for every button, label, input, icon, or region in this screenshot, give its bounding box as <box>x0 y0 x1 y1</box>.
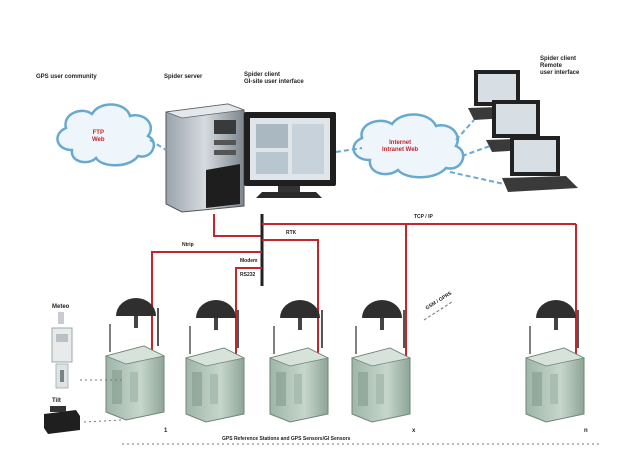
meteo-label: Meteo <box>52 304 70 310</box>
gnss-station-3 <box>269 299 329 423</box>
monitor-icon <box>244 112 336 198</box>
tilt-label: Tilt <box>52 398 61 404</box>
station-1-label: 1 <box>164 428 168 434</box>
server-label: Spider server <box>164 74 203 80</box>
station-n-label: n <box>584 428 588 434</box>
server-tower-icon <box>165 103 245 213</box>
link-rtk-label: RTK <box>286 230 297 236</box>
link-rs232-label: RS232 <box>240 272 256 278</box>
ftp-cloud-label: FTP Web <box>92 130 105 143</box>
link-tcpip-label: TCP / IP <box>414 214 433 220</box>
ftp-web-cloud <box>56 103 156 167</box>
link-modem-label: Modem <box>240 258 258 264</box>
station-cabling <box>151 214 577 370</box>
network-links <box>149 119 505 185</box>
internet-intranet-cloud <box>352 113 465 179</box>
meteo-sensor-icon <box>51 312 73 389</box>
gnss-station-1 <box>105 297 165 421</box>
internet-cloud-label: Internet Intranet Web <box>382 140 419 153</box>
sensor-lines <box>80 379 123 423</box>
tilt-sensor-icon <box>44 406 80 434</box>
gsm-link-icon <box>423 301 453 321</box>
local-client-label: Spider client GI-site user interface <box>244 72 304 85</box>
gps-user-community-label: GPS user community <box>36 74 97 80</box>
laptop-icon <box>502 136 578 192</box>
link-ntrip-label: Ntrip <box>182 242 194 248</box>
remote-client-label: Spider client Remote user interface <box>540 56 580 76</box>
bottom-caption: GPS Reference Stations and GPS Sensors/G… <box>222 436 351 442</box>
station-x-label: x <box>412 428 416 434</box>
gnss-station-4 <box>351 299 411 423</box>
